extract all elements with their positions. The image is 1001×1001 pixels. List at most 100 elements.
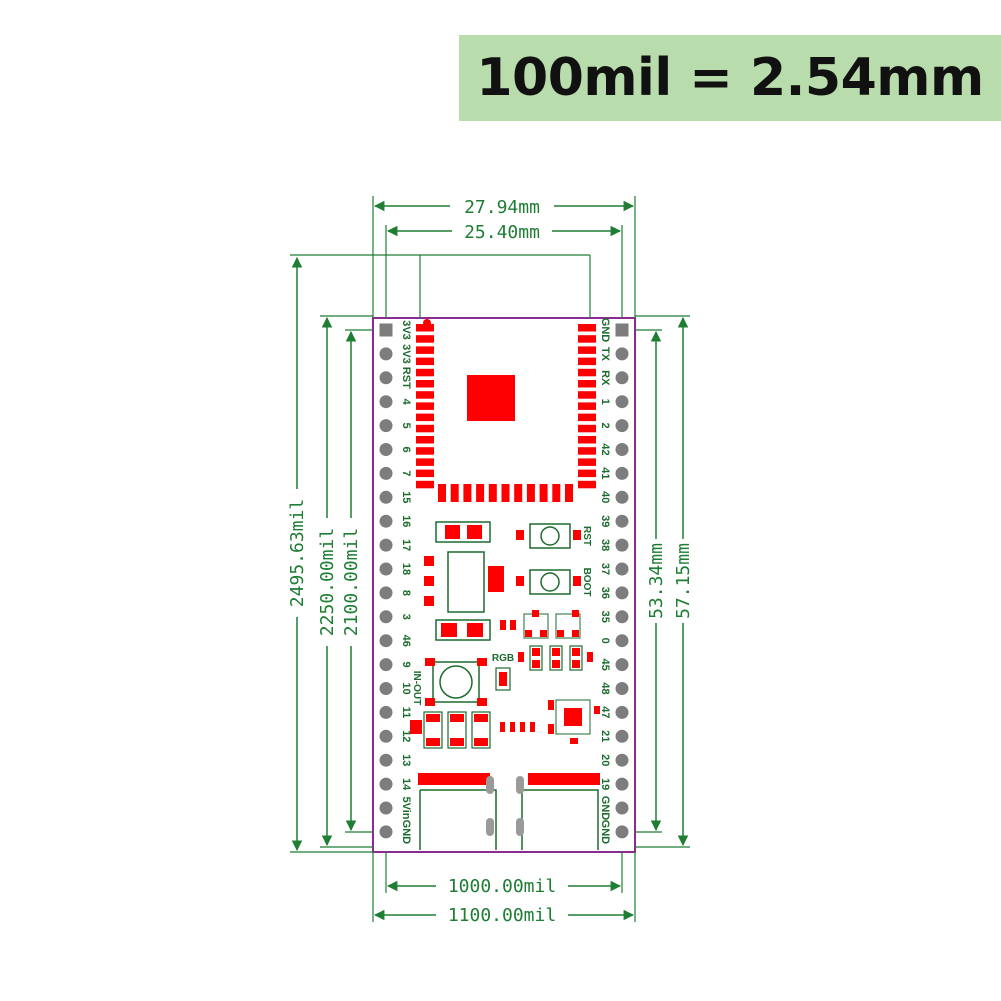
right-pin-11 [615,586,629,600]
module-right-pad [578,402,596,410]
right-pin-1 [615,347,629,361]
left-pin-label: 18 [400,563,412,575]
right-pin-label: 20 [599,754,611,766]
left-pin-label: 13 [400,754,412,766]
module-left-pad [416,357,434,366]
module-left-pad [416,324,434,332]
module-bottom-pad [565,484,573,502]
right-pin-label: 45 [599,658,611,670]
left-pin-15 [379,682,393,695]
module-right-pad [578,368,596,377]
right-pin-16 [615,705,629,719]
right-pin-19 [615,777,629,791]
rst-label: RST [581,526,592,546]
module-pin1-dot [423,319,431,327]
board-outline [372,317,636,853]
dim-left-mid: 2250.00mil [317,528,338,636]
module-right-pad [578,391,596,399]
scale-banner: 100mil = 2.54mm [459,35,1001,121]
module-right-pad [578,324,596,332]
left-pin-10 [379,562,393,576]
right-pin-label: 41 [599,467,611,479]
left-pin-label: 11 [400,707,412,719]
module-left-pad [416,391,434,399]
module-bottom-pad [488,484,497,502]
right-pin-label: TX [599,347,611,362]
right-pin-label: 47 [599,706,611,718]
module-left-pad [416,335,434,343]
rgb-label: RGB [492,653,514,664]
dim-left-inner: 2100.00mil [341,528,362,636]
left-pin-label: 10 [400,682,412,694]
left-pin-label: 14 [400,778,412,791]
module-left-pad [416,458,434,466]
module-left-pad [416,480,434,489]
right-pin-label: 39 [599,515,611,527]
module-right-pad [578,469,596,478]
left-pin-1 [379,347,393,361]
left-pin-header: 3V33V3RST4567151617188346910111213145Vin… [379,320,412,845]
module-left-pad [416,368,434,377]
left-pin-label: 3V3 [400,320,412,340]
left-pin-16 [379,705,393,719]
esp32-module-pads [416,324,596,502]
dim-top-inner: 25.40mm [464,222,540,243]
left-pin-8 [379,514,393,528]
module-bottom-pad [514,484,523,502]
left-pin-5 [379,443,393,456]
module-left-pad [416,447,434,455]
left-pin-0 [379,323,393,337]
left-pin-11 [379,586,393,600]
boot-label: BOOT [581,568,592,597]
module-right-pad [578,346,596,354]
right-pin-2 [615,371,629,385]
right-pin-14 [615,658,629,672]
module-right-pad [578,447,596,455]
left-pin-6 [379,466,393,480]
left-pin-label: GND [400,820,412,845]
in-out-label: IN-OUT [411,671,422,705]
dim-bottom-inner: 1000.00mil [448,876,556,897]
left-pin-12 [379,610,393,624]
right-pin-10 [615,562,629,576]
right-pin-18 [615,753,629,767]
right-pin-label: 1 [599,399,611,405]
right-pin-label: 40 [599,491,611,503]
dim-top-outer: 27.94mm [464,197,540,218]
dim-right-outer: 57.15mm [673,543,694,619]
scale-banner-text: 100mil = 2.54mm [476,48,984,108]
left-pin-18 [379,753,393,767]
module-left-pad [416,469,434,478]
right-pin-label: 2 [599,423,611,429]
left-pin-label: RST [400,367,412,389]
left-pin-7 [379,490,393,504]
left-pin-label: 12 [400,730,412,742]
module-left-pad [416,402,434,410]
left-pin-label: 5 [400,423,412,429]
module-bottom-pad [463,484,472,502]
right-pin-label: GND [599,820,611,845]
left-pin-label: 7 [400,470,412,476]
left-pin-19 [379,777,393,791]
left-pin-label: 15 [400,491,412,503]
left-pin-label: 46 [400,635,412,647]
module-right-pad [578,357,596,366]
right-pin-8 [615,514,629,528]
right-pin-label: 0 [599,638,611,644]
module-right-pad [578,436,596,444]
right-pin-7 [615,490,629,504]
left-pin-label: 4 [400,399,412,406]
module-left-pad [416,346,434,354]
left-pin-13 [379,634,393,648]
left-pin-4 [379,419,393,433]
components: RST BOOT RGB [410,521,600,850]
left-pin-17 [379,729,393,743]
left-pin-label: 16 [400,515,412,527]
dim-right-inner: 53.34mm [646,543,667,619]
right-pin-label: 42 [599,443,611,455]
right-pin-3 [615,395,629,409]
right-pin-label: 36 [599,587,611,599]
left-pin-label: 8 [400,590,412,596]
right-pin-4 [615,419,629,433]
